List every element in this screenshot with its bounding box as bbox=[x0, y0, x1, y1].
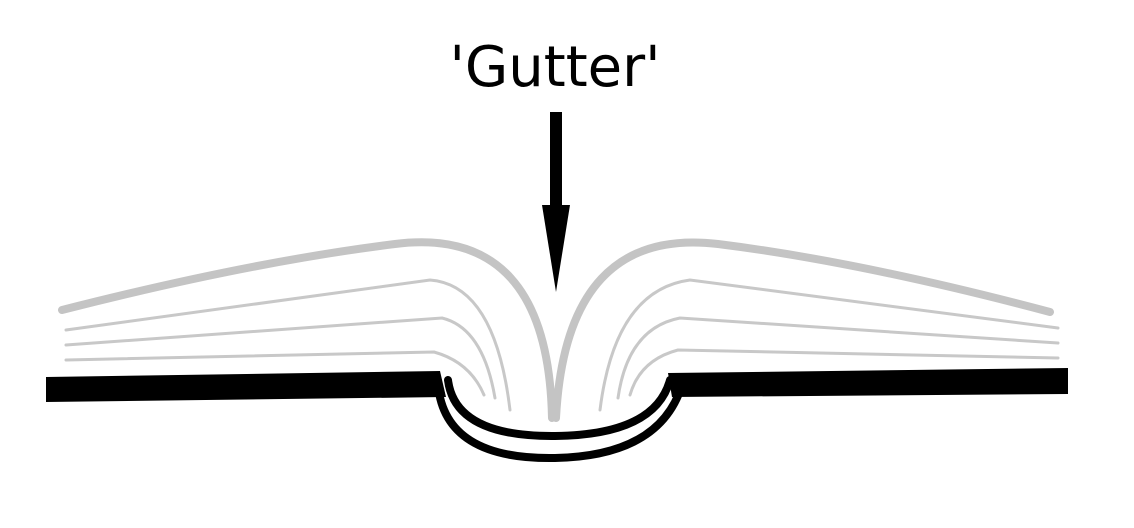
top-page-left bbox=[58, 238, 556, 422]
arrow-head bbox=[542, 205, 570, 292]
page-line-right-2 bbox=[616, 316, 1060, 400]
cover-left bbox=[46, 371, 446, 402]
gutter-label: 'Gutter' bbox=[449, 35, 661, 100]
cover-right bbox=[668, 368, 1068, 397]
inner-pages bbox=[64, 278, 1060, 412]
top-pages bbox=[58, 238, 1054, 422]
spine-outer bbox=[434, 381, 686, 463]
arrow bbox=[542, 112, 570, 292]
page-line-right-3 bbox=[628, 348, 1060, 397]
top-page-right bbox=[552, 238, 1054, 422]
spine-inner bbox=[444, 376, 674, 441]
page-line-right-1 bbox=[598, 278, 1060, 412]
arrow-shaft bbox=[550, 112, 562, 210]
page-line-left-2 bbox=[64, 316, 497, 400]
page-line-left-1 bbox=[64, 278, 512, 412]
book-cover bbox=[46, 368, 1068, 463]
page-line-left-3 bbox=[64, 350, 486, 397]
